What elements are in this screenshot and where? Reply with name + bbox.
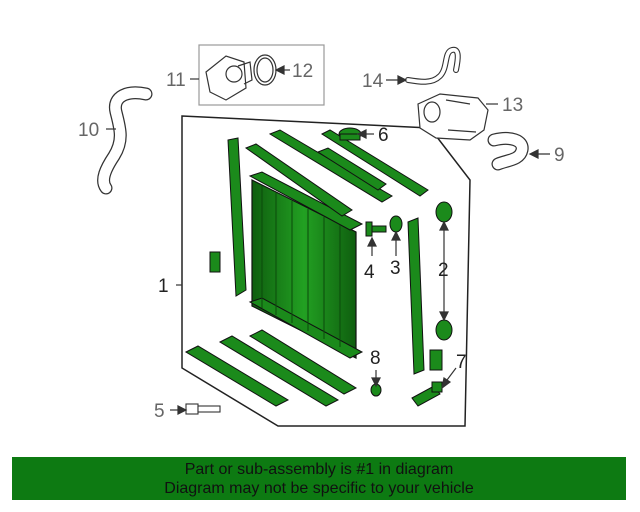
- thermostat-inset-box: [198, 44, 325, 106]
- callout-14: 14: [362, 71, 384, 92]
- radiator-side-tank-right: [407, 217, 443, 375]
- callout-8: 8: [370, 348, 381, 369]
- drain-cock: [411, 381, 443, 407]
- callout-3: 3: [390, 258, 401, 279]
- callout-10: 10: [78, 120, 99, 141]
- radiator-core: [248, 171, 364, 359]
- disclaimer-line-1: Part or sub-assembly is #1 in diagram: [184, 461, 454, 478]
- callout-1: 1: [158, 276, 169, 297]
- lower-seal-strips: [184, 329, 358, 407]
- callout-4: 4: [364, 262, 375, 283]
- disclaimer-banner: Part or sub-assembly is #1 in diagram Di…: [12, 457, 626, 500]
- upper-seal-strips: [244, 129, 429, 217]
- callout-2: 2: [438, 260, 449, 281]
- leader-lines: [106, 65, 550, 415]
- bolt-5: [185, 403, 221, 415]
- callout-13: 13: [502, 95, 523, 116]
- radiator-side-tank-left: [209, 137, 247, 297]
- reservoir-hose: [405, 46, 461, 85]
- callout-6: 6: [378, 125, 389, 146]
- callout-5: 5: [154, 401, 165, 422]
- parts-diagram: 1 2 3 4 5 6 7 8 9 10 11 12 13 14: [78, 44, 565, 427]
- callout-7: 7: [456, 352, 467, 373]
- gasket-ring: [253, 54, 277, 86]
- coolant-reservoir: [417, 93, 489, 141]
- thermostat-housing: [205, 55, 253, 101]
- disclaimer-line-2: Diagram may not be specific to your vehi…: [164, 480, 474, 497]
- callout-9: 9: [554, 145, 565, 166]
- mounting-bolt: [365, 221, 387, 237]
- support-cushion: [389, 215, 403, 233]
- callout-11: 11: [166, 70, 186, 91]
- callout-12: 12: [292, 61, 313, 82]
